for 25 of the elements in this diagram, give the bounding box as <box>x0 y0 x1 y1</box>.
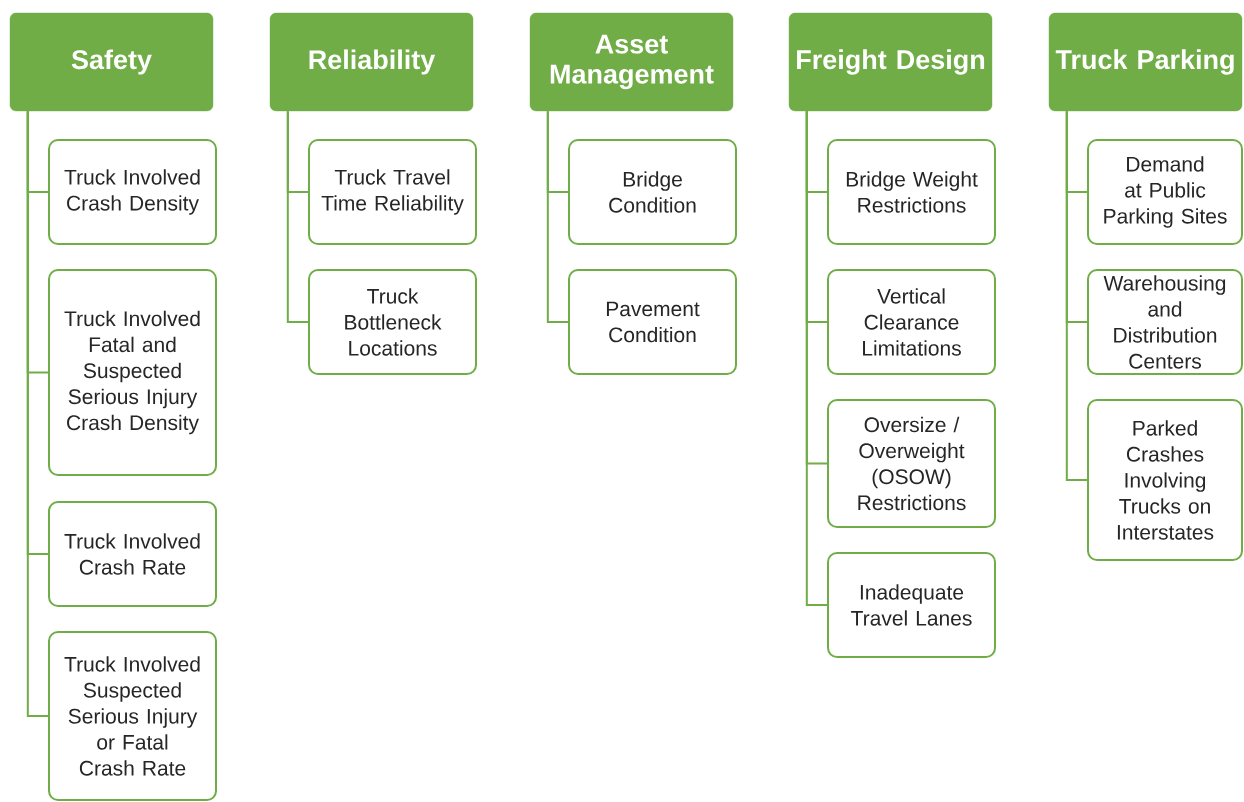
metric-box: Demand at Public Parking Sites <box>1087 139 1243 245</box>
metric-box: Truck Bottleneck Locations <box>308 269 477 375</box>
category-box: Asset Management <box>529 12 734 112</box>
metric-box: Inadequate Travel Lanes <box>827 552 996 658</box>
metric-box: Truck Travel Time Reliability <box>308 139 477 245</box>
metric-box: Pavement Condition <box>568 269 737 375</box>
metric-box: Warehousing and Distribution Centers <box>1087 269 1243 375</box>
metric-box: Bridge Weight Restrictions <box>827 139 996 245</box>
connector-line <box>286 110 309 323</box>
category-box: Safety <box>9 12 214 112</box>
metric-box: Parked Crashes Involving Trucks on Interstates <box>1087 399 1243 561</box>
connector-line <box>546 110 569 323</box>
metric-box: Truck Involved Fatal and Suspected Serious Injury Crash Density <box>48 269 217 476</box>
connector-line <box>1065 110 1088 481</box>
metric-box: Oversize / Overweight (OSOW) Restrictions <box>827 399 996 528</box>
metric-box: Vertical Clearance Limitations <box>827 269 996 375</box>
connector-line <box>26 110 49 717</box>
connector-line <box>805 110 828 606</box>
metric-box: Truck Involved Crash Density <box>48 139 217 245</box>
metric-box: Bridge Condition <box>568 139 737 245</box>
category-box: Freight Design <box>788 12 993 112</box>
metric-box: Truck Involved Crash Rate <box>48 501 217 607</box>
category-box: Truck Parking <box>1048 12 1243 112</box>
metric-box: Truck Involved Suspected Serious Injury or Fatal Crash Rate <box>48 631 217 801</box>
category-box: Reliability <box>269 12 474 112</box>
